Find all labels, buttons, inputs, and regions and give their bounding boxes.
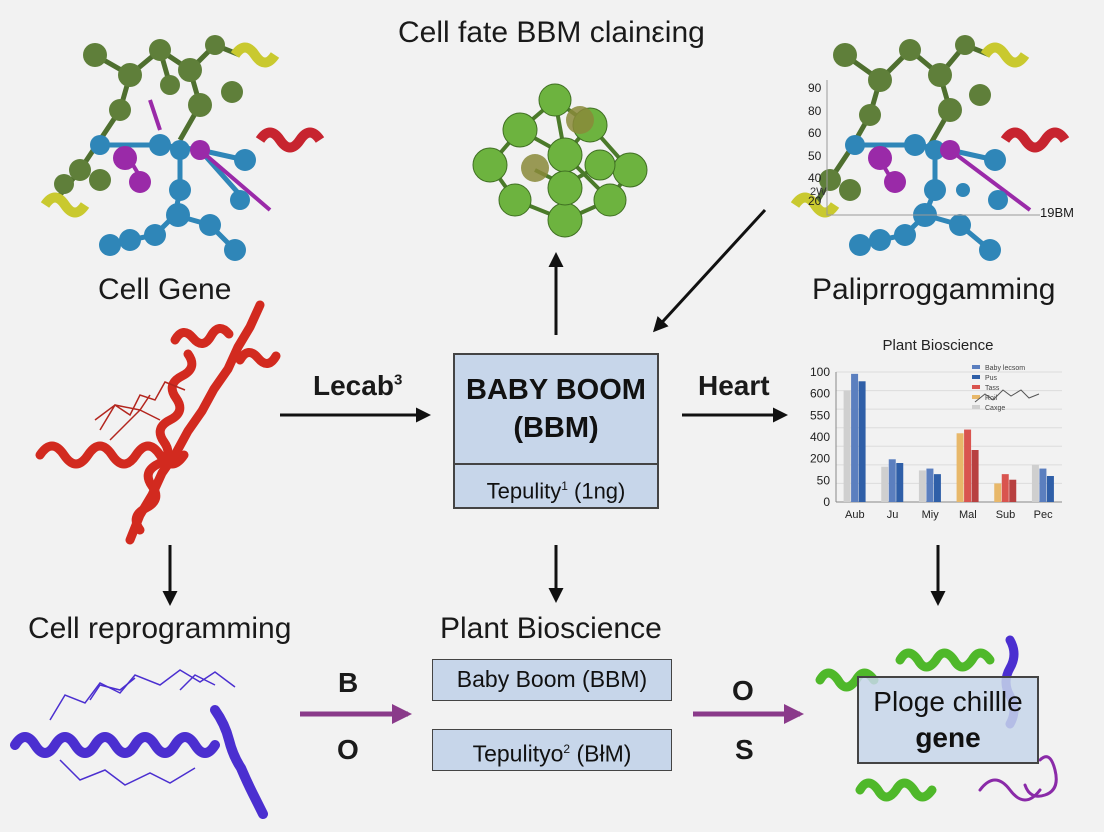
arrows-black [162, 208, 946, 606]
lecab-text: Lecab [313, 370, 394, 401]
central-title-line1: BABY BOOM [466, 374, 646, 406]
chart-y-tick-label: 0 [823, 495, 830, 509]
chart-y-tick-label: 100 [810, 365, 830, 379]
label-paliprog: Paliprroggamming [812, 273, 1056, 306]
lecab-sup: 3 [393, 371, 403, 389]
chart-title: Plant Bioscience [883, 337, 994, 354]
chart-bar [851, 373, 859, 502]
chart-bar [994, 483, 1002, 502]
side-chains-purple [49, 669, 236, 786]
chart-legend-swatch [972, 385, 980, 389]
chart-x-tick-label: Ju [887, 509, 899, 521]
chart-bar [858, 381, 866, 502]
mini-axis [826, 80, 1040, 216]
central-box-title: BABY BOOM (BBM) [455, 355, 657, 465]
label-cell-reprogramming: Cell reprogramming [28, 612, 292, 645]
chart-x-tick-label: Aub [845, 509, 865, 521]
chart-legend-label: Caxge [985, 405, 1005, 412]
tepulityo-sup: 2 [563, 742, 571, 756]
chart-bar [881, 466, 889, 502]
label-s: S [735, 734, 754, 765]
label-plant-bioscience: Plant Bioscience [440, 612, 662, 645]
chart-x-tick-label: Mal [959, 509, 977, 521]
chart-legend-label: Tass [985, 385, 1000, 392]
purple-protein [10, 705, 268, 819]
green-purple-protein [815, 635, 1058, 802]
chart-bar [918, 470, 926, 502]
chart-bar [926, 468, 934, 502]
mini-axis-ticks: 90 80 60 50 40 20 [808, 77, 821, 212]
mini-tick: 60 [808, 126, 822, 140]
label-o-left: O [337, 734, 359, 765]
chart-y-tick-label: 600 [810, 387, 830, 401]
chart-bar [888, 459, 896, 502]
central-sub-main: Tepulity [486, 478, 562, 504]
ploge-line2: gene [915, 722, 981, 753]
chart-bar [1001, 474, 1009, 502]
chart-bar [1046, 476, 1054, 502]
chart-legend-swatch [972, 365, 980, 369]
chart-x-tick-label: Miy [922, 509, 940, 521]
chart-legend-swatch [972, 375, 980, 379]
label-o-right: O [732, 675, 754, 706]
mini-axis-left-label: 2W [810, 186, 827, 198]
tepulityo-tail: (BłM) [570, 740, 632, 767]
ploge-line1: Ploge chillle [873, 686, 1023, 717]
chart-y-tick-label: 50 [817, 473, 831, 487]
central-title-line2: (BBM) [513, 412, 599, 444]
diagram-title: Cell fate BBM clainεing [398, 16, 705, 49]
mini-tick: 20 [808, 193, 822, 208]
green-sphere-cluster [472, 83, 648, 238]
tepulityo-main: Tepulityo [472, 740, 564, 767]
central-sub-sup: 1 [561, 479, 568, 493]
chart-bar [1031, 464, 1039, 502]
central-box-subtitle: Tepulity1 (1ng) [455, 465, 657, 512]
chart-bar [933, 474, 941, 502]
chart-y-tick-label: 200 [810, 452, 830, 466]
red-helix-protein [35, 300, 281, 545]
chart-y-tick-label: 550 [810, 408, 830, 422]
chart-x-tick-label: Pec [1034, 509, 1053, 521]
mini-tick: 90 [808, 81, 822, 95]
molecule-top-left [40, 35, 325, 261]
central-sub-tail: (1ng) [567, 478, 626, 504]
chart-bar [896, 463, 904, 502]
chart-legend-squiggle [974, 389, 1040, 403]
chart-bar [1039, 468, 1047, 502]
chart-x-tick-label: Sub [996, 509, 1016, 521]
chart-bar [1009, 479, 1017, 502]
mini-tick: 80 [808, 103, 822, 118]
chart-legend-label: Baby lecsom [985, 365, 1025, 372]
label-cell-gene: Cell Gene [98, 273, 232, 306]
mini-tick: 40 [808, 171, 822, 185]
side-chains-red [94, 381, 186, 441]
chart-legend-swatch [972, 405, 980, 409]
chart-bar [964, 429, 972, 502]
mini-axis-right-label: 19BM [1040, 205, 1074, 220]
chart-legend-label: Pus [985, 375, 998, 382]
chart-bar [971, 450, 979, 502]
tepulityo-box: Tepulityo2 (BłM) [432, 729, 672, 771]
baby-boom-box: Baby Boom (BBM) [432, 659, 672, 701]
chart-bar [843, 390, 851, 502]
chart-bar [956, 433, 964, 502]
label-b: B [338, 667, 359, 698]
label-lecab: Lecab3 [313, 370, 402, 402]
central-bbm-box: BABY BOOM (BBM) Tepulity1 (1ng) [453, 353, 659, 509]
label-heart: Heart [698, 370, 770, 401]
molecule-top-right [790, 35, 1070, 261]
ploge-gene-box: Ploge chillle gene [857, 676, 1039, 764]
chart-legend-swatch [972, 395, 980, 399]
chart-y-tick-label: 400 [810, 430, 830, 444]
bar-chart: Plant Bioscience 100 600 550 400 200 50 0 Aub J… [810, 337, 1062, 521]
mini-tick: 50 [808, 148, 822, 163]
